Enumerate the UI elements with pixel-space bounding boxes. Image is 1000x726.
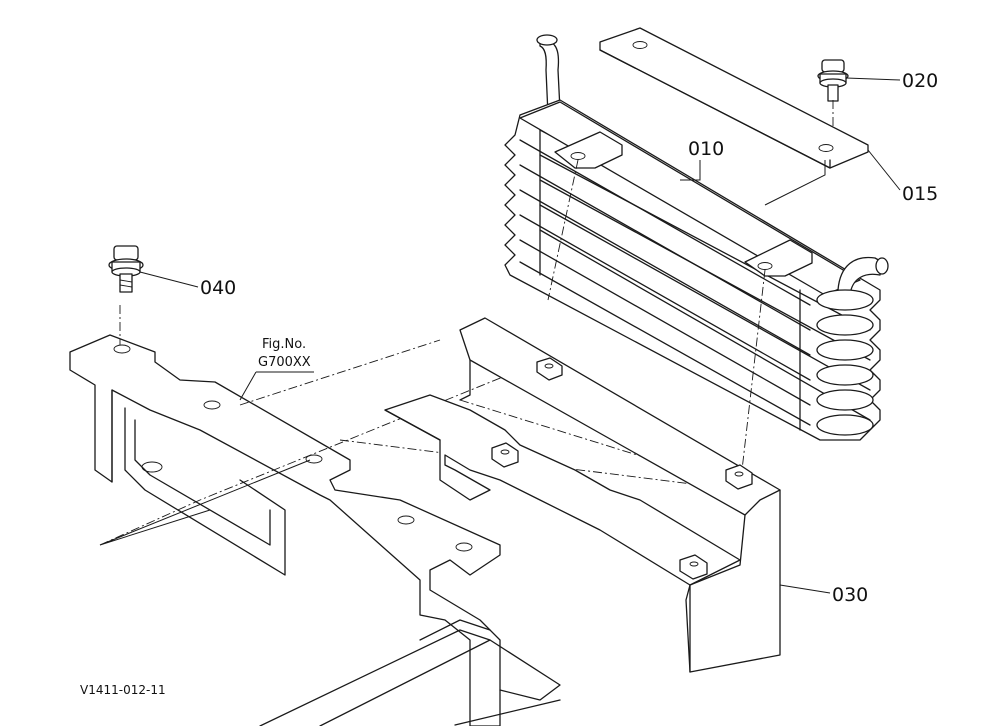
leader-040 xyxy=(139,271,199,288)
callout-020: 020 xyxy=(902,70,938,92)
leader-010 xyxy=(680,160,701,181)
frame-bracket xyxy=(69,334,561,726)
callout-015: 015 xyxy=(902,183,938,205)
callout-030: 030 xyxy=(832,584,868,606)
callout-040: 040 xyxy=(200,277,236,299)
leader-015-cooler xyxy=(764,160,826,206)
leader-040-holes xyxy=(99,459,311,546)
bolt-040 xyxy=(108,245,144,293)
plate-015 xyxy=(599,27,869,169)
leader-020 xyxy=(845,77,901,81)
leader-015 xyxy=(867,149,901,191)
figure-ref-line1: Fig.No. xyxy=(262,337,306,352)
callout-010: 010 xyxy=(688,138,724,160)
leader-fig-ref xyxy=(239,371,314,401)
drawing-code: V1411-012-11 xyxy=(80,683,166,697)
center-lines xyxy=(99,305,751,546)
figure-ref-line2: G700XX xyxy=(258,355,311,370)
oil-cooler-010 xyxy=(504,34,889,471)
leader-030 xyxy=(779,584,831,594)
mount-bracket-030 xyxy=(384,317,781,673)
bolt-020 xyxy=(817,59,849,140)
